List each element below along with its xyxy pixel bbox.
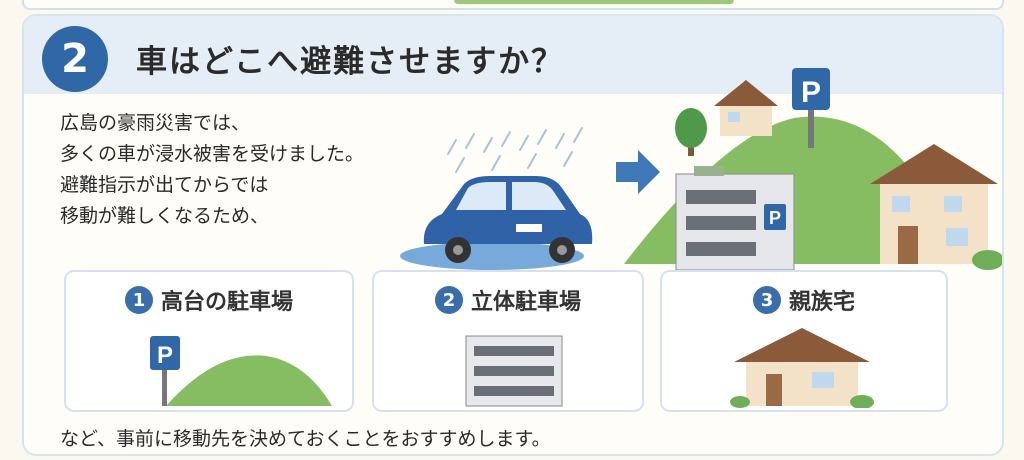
section-number-badge: 2: [42, 26, 108, 92]
card-header: 2 車はどこへ避難させますか？: [24, 16, 1002, 94]
intro-line: 多くの車が浸水被害を受けました。: [60, 143, 365, 165]
small-house-icon: [714, 80, 778, 136]
parking-sign-label: P: [157, 342, 173, 369]
car-icon: [423, 176, 593, 263]
footer-recommendation: など、事前に移動先を決めておくことをおすすめします。: [60, 428, 551, 450]
intro-line: 移動が難しくなるため、: [60, 205, 270, 227]
previous-illustration-edge: [454, 0, 734, 4]
previous-section-edge: [22, 0, 1004, 10]
house-icon: [730, 328, 874, 408]
intro-line: 広島の豪雨災害では、: [60, 112, 251, 134]
option-card-parking-garage: 2 立体駐車場: [372, 270, 644, 412]
scene-illustration: P P: [400, 68, 1002, 271]
parking-sign-label: P: [801, 76, 821, 109]
hill-parking-icon: P: [150, 336, 332, 406]
intro-text: 広島の豪雨災害では、 多くの車が浸水被害を受けました。 避難指示が出てからでは …: [60, 108, 364, 232]
option-label: 1 高台の駐車場: [66, 284, 352, 316]
option-number-badge: 1: [124, 286, 153, 314]
large-house-icon: [870, 144, 1002, 270]
parking-garage-icon: P: [675, 166, 795, 271]
arrow-right-icon: [616, 150, 660, 194]
evacuation-card: 2 車はどこへ避難させますか？ 広島の豪雨災害では、 多くの車が浸水被害を受けま…: [22, 14, 1004, 456]
option-title: 立体駐車場: [470, 290, 581, 315]
option-title: 高台の駐車場: [160, 290, 293, 315]
intro-line: 避難指示が出てからでは: [60, 174, 269, 196]
svg-text:P: P: [769, 208, 781, 228]
section-title: 車はどこへ避難させますか？: [136, 44, 565, 80]
option-label: 2 立体駐車場: [374, 284, 642, 316]
options-row: 1 高台の駐車場 P 2 立体駐車場 3: [64, 270, 948, 412]
option-title: 親族宅: [788, 290, 855, 315]
option-number-badge: 3: [752, 286, 781, 314]
option-card-hilltop-parking: 1 高台の駐車場 P: [64, 270, 354, 412]
option-card-relatives-house: 3 親族宅: [660, 270, 948, 412]
option-label: 3 親族宅: [662, 284, 946, 316]
hill-parking-sign: P: [792, 68, 830, 148]
option-number-badge: 2: [434, 286, 463, 314]
tree-icon: [675, 108, 707, 156]
parking-garage-icon: [465, 335, 563, 407]
rain-icon: [447, 127, 583, 173]
